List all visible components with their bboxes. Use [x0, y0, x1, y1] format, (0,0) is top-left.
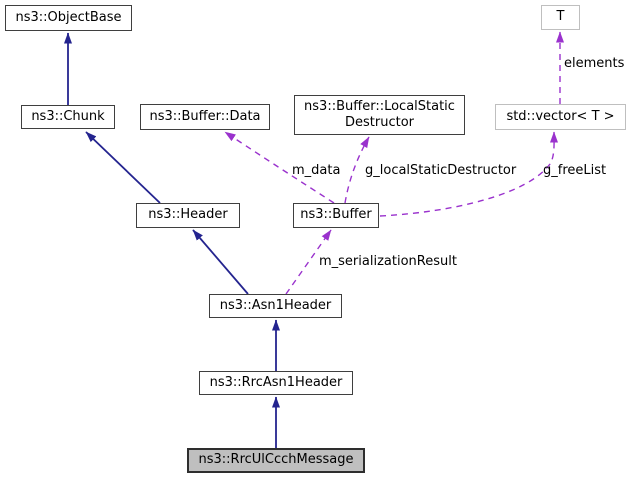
usage-arrow-buffer-to-stdvector — [379, 131, 559, 217]
class-node-ns3-chunk[interactable]: ns3::Chunk — [21, 105, 115, 129]
class-node-label: ns3::ObjectBase — [15, 9, 122, 25]
inheritance-arrow-asn1header-to-header — [192, 229, 249, 295]
edge-label-g-localstaticdestructor: g_localStaticDestructor — [365, 163, 517, 178]
class-node-ns3-buffer-data[interactable]: ns3::Buffer::Data — [140, 104, 270, 130]
edge-label-g-freelist: g_freeList — [543, 163, 607, 178]
class-node-label: ns3::Buffer — [300, 207, 372, 223]
edge-label-m-data: m_data — [292, 163, 341, 178]
inheritance-arrow-header-to-chunk — [85, 131, 161, 204]
edge-label-m-serializationresult: m_serializationResult — [319, 254, 457, 269]
class-node-ns3-header[interactable]: ns3::Header — [136, 203, 240, 228]
usage-arrow-asn1header-to-buffer — [285, 229, 332, 295]
edge-label-elements: elements — [564, 56, 625, 71]
class-node-ns3-rrcasn1header[interactable]: ns3::RrcAsn1Header — [199, 371, 353, 395]
class-node-label: ns3::Asn1Header — [219, 297, 332, 313]
class-node-ns3-rrculccchmessage-current: ns3::RrcUlCcchMessage — [187, 448, 365, 473]
class-node-label-line1: ns3::Buffer::LocalStatic — [304, 98, 455, 114]
class-node-ns3-asn1header[interactable]: ns3::Asn1Header — [209, 294, 342, 318]
class-node-label: ns3::Buffer::Data — [149, 108, 261, 124]
class-node-label: ns3::Header — [148, 207, 228, 223]
class-node-label: ns3::RrcAsn1Header — [209, 374, 343, 390]
class-node-ns3-buffer-localstaticdestructor[interactable]: ns3::Buffer::LocalStatic Destructor — [294, 95, 465, 135]
class-node-label: ns3::RrcUlCcchMessage — [198, 452, 354, 468]
class-node-label-line2: Destructor — [344, 115, 414, 130]
class-node-label: std::vector< T > — [506, 108, 615, 124]
class-node-label: ns3::Chunk — [31, 108, 105, 124]
usage-arrow-buffer-to-localstaticdestructor — [344, 136, 370, 204]
class-node-t: T — [541, 5, 580, 30]
class-node-label: T — [556, 9, 565, 25]
class-node-ns3-buffer[interactable]: ns3::Buffer — [293, 203, 379, 228]
class-node-std-vector-t: std::vector< T > — [495, 104, 626, 130]
class-node-ns3-objectbase[interactable]: ns3::ObjectBase — [5, 5, 132, 31]
